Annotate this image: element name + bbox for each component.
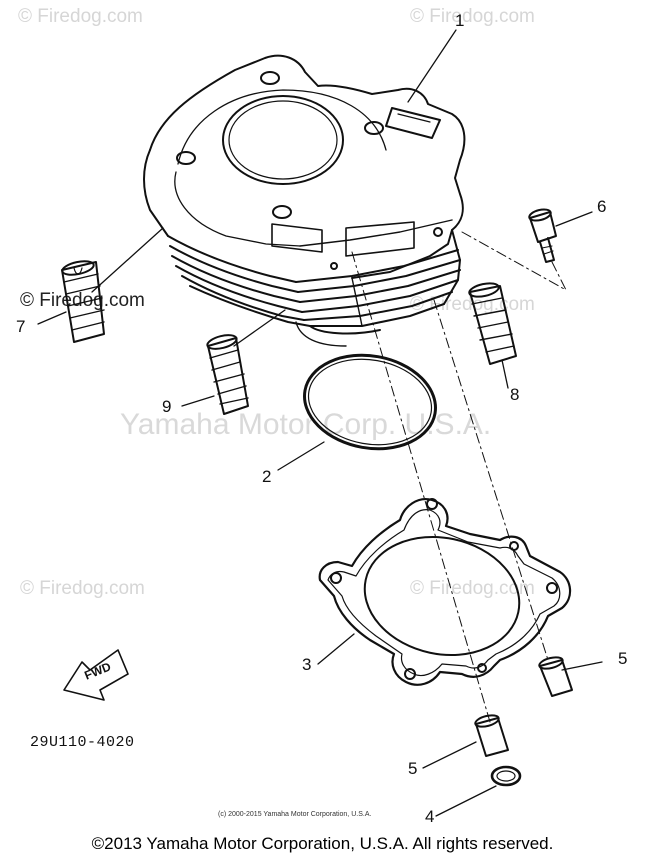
callout-2: 2: [262, 467, 272, 486]
diagram-part-code: 29U110-4020: [30, 734, 135, 751]
fwd-arrow: [63, 649, 129, 701]
footer-copyright: ©2013 Yamaha Motor Corporation, U.S.A. A…: [91, 834, 554, 853]
callout-1: 1: [455, 11, 465, 30]
callout-4: 4: [425, 807, 435, 826]
dowel-7-illustration: [61, 260, 105, 343]
callout-5-right: 5: [618, 649, 628, 668]
watermark-top-right: © Firedog.com: [410, 6, 535, 27]
watermark-mid-left: © Firedog.com: [20, 290, 145, 311]
dowel-9-illustration: [206, 334, 249, 415]
callout-3: 3: [302, 655, 312, 674]
callout-5-lower: 5: [408, 759, 418, 778]
watermark-top-left: © Firedog.com: [18, 6, 143, 27]
small-o-ring-4-illustration: [490, 765, 522, 787]
dowel-pin-5-right-illustration: [538, 656, 573, 697]
watermark-low-right: © Firedog.com: [410, 578, 535, 599]
small-copyright: (c) 2000-2015 Yamaha Motor Corporation, …: [218, 811, 372, 818]
leader-lines: [37, 29, 603, 817]
callout-7: 7: [16, 317, 26, 336]
watermark-low-left: © Firedog.com: [20, 578, 145, 599]
dowel-pin-5-lower-illustration: [474, 714, 509, 757]
bolt-6-illustration: [528, 208, 557, 263]
callout-8: 8: [510, 385, 520, 404]
dowel-8-illustration: [468, 282, 517, 365]
assembly-center-lines: [351, 231, 567, 723]
o-ring-part-illustration: [303, 353, 437, 451]
callout-9: 9: [162, 397, 172, 416]
callout-6: 6: [597, 197, 607, 216]
gasket-part-illustration: [318, 498, 572, 686]
cylinder-part-illustration: [143, 54, 466, 347]
